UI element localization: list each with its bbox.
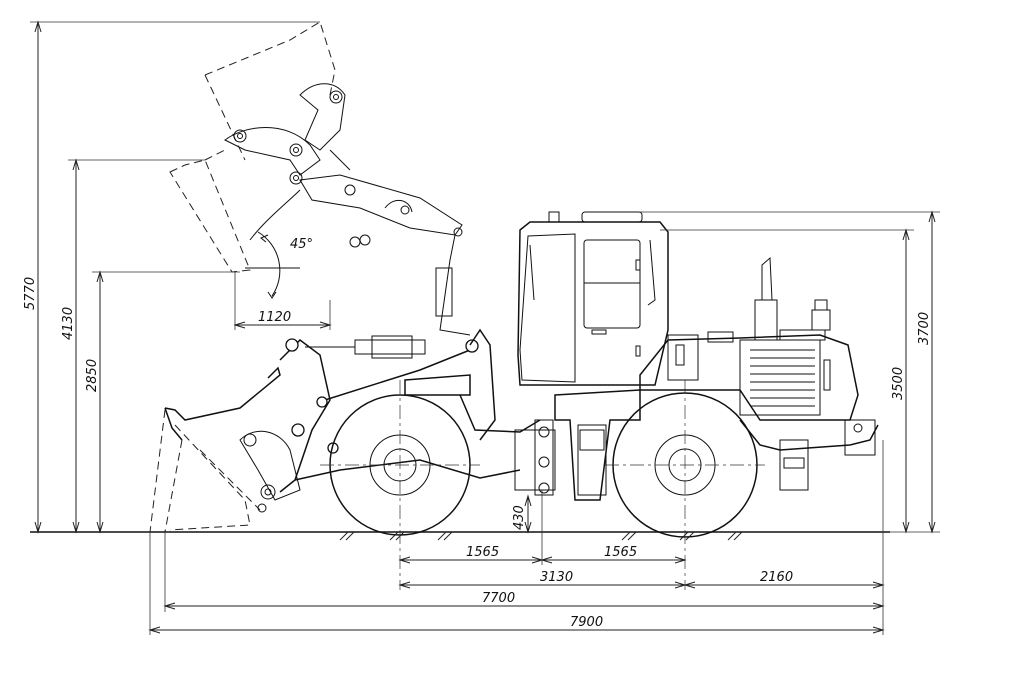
height-dimension-2850: 2850 [85,270,240,534]
horizontal-dimensions: 1565 1565 3130 2160 7700 7900 [148,440,885,635]
rear-overhang-label: 2160 [760,570,793,585]
dump-angle-label: 45° [290,237,313,252]
reach-label: 1120 [258,310,291,325]
raised-bucket-outline [169,21,346,273]
clearance-label: 430 [512,505,527,530]
rear-half-base-label: 1565 [604,545,637,560]
front-wheel [320,380,480,590]
body-length-label: 7700 [482,591,515,606]
rear-frame [554,389,879,501]
reach-dimension-1120: 1120 [233,272,332,330]
height-dimension-3500: 3500 [660,228,940,534]
engine-hood [639,256,859,421]
lowered-bucket [149,366,301,533]
overall-length-label: 7900 [570,615,603,630]
overall-height-label: 3700 [917,312,932,345]
front-half-base-label: 1565 [466,545,499,560]
wheelbase-label: 3130 [540,570,573,585]
cab-height-label: 3500 [891,367,906,400]
hinge-height-label: 2850 [85,359,100,392]
clearance-dimension-430: 430 [512,494,532,534]
lowered-boom [279,335,521,493]
height-dimension-5770: 5770 [23,20,320,534]
raised-boom [249,149,471,336]
max-height-label: 5770 [23,277,38,310]
height-dimension-4130: 4130 [61,158,205,534]
rear-wheel [605,380,765,590]
dump-height-label: 4130 [61,307,76,340]
front-frame [404,328,556,496]
ground-line [30,531,890,541]
cab [517,211,669,386]
dump-angle-annotation: 45° [245,231,313,299]
height-dimension-3700: 3700 [640,210,940,534]
